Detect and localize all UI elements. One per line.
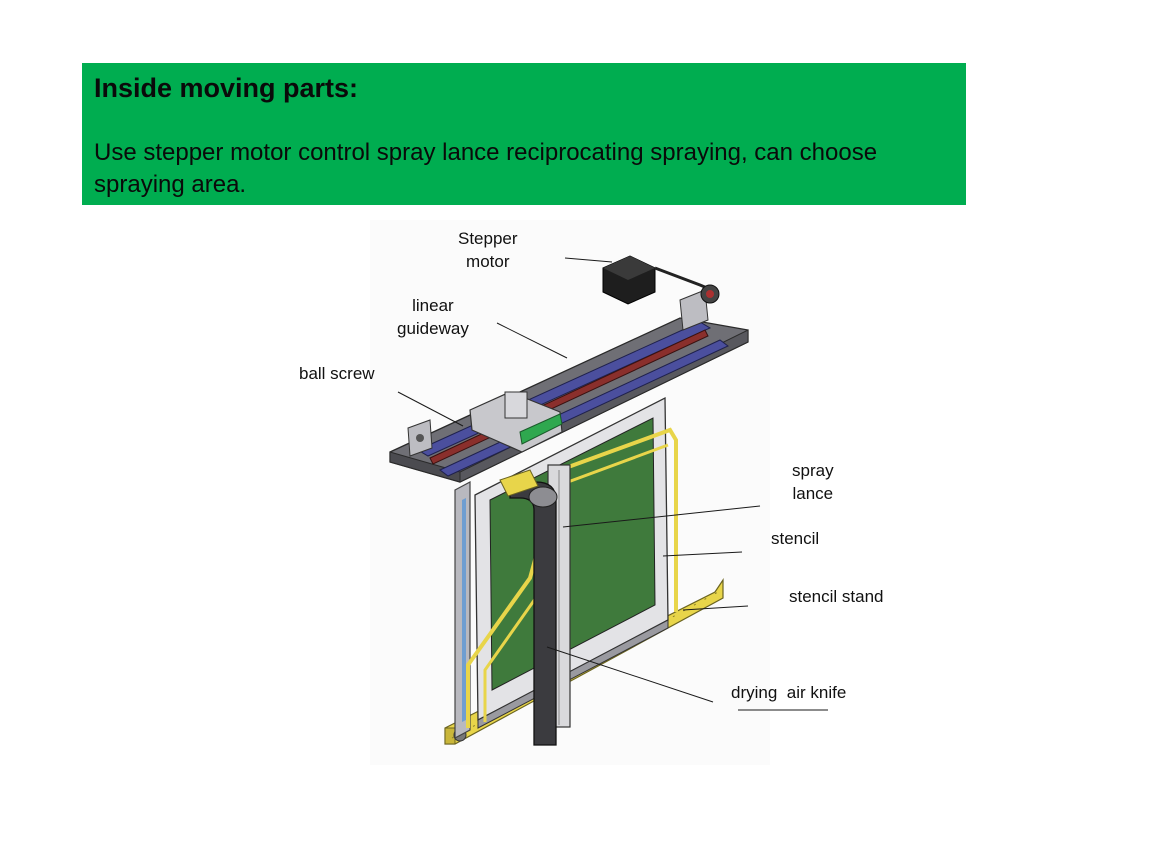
leader-ball-screw [397, 391, 464, 427]
header-banner: Inside moving parts: Use stepper motor c… [82, 63, 966, 205]
label-linear-guideway: linear guideway [397, 296, 469, 338]
leader-drying-air-knife [546, 646, 714, 703]
label-stencil-stand: stencil stand [789, 587, 884, 606]
label-ball-screw: ball screw [299, 364, 375, 383]
banner-description: Use stepper motor control spray lance re… [94, 139, 878, 198]
stepper-motor [602, 255, 720, 305]
label-stencil: stencil [771, 529, 820, 548]
leader-spray-lance [562, 505, 761, 528]
end-bracket-right [679, 289, 709, 331]
leader-stencil-stand [682, 605, 749, 611]
leader-linear-guideway [496, 322, 568, 359]
banner-title: Inside moving parts: [94, 73, 359, 103]
label-spray-lance: spray lance [792, 461, 834, 503]
drying-air-knife [499, 469, 558, 746]
leader-stepper-motor [564, 257, 613, 263]
label-drying-air-knife: drying air knife [731, 683, 847, 702]
label-stepper-motor: Stepper motor [458, 229, 518, 271]
carriage [469, 391, 563, 453]
leader-lines [397, 257, 828, 711]
leader-stencil [662, 551, 743, 557]
end-bracket-left [407, 419, 433, 457]
